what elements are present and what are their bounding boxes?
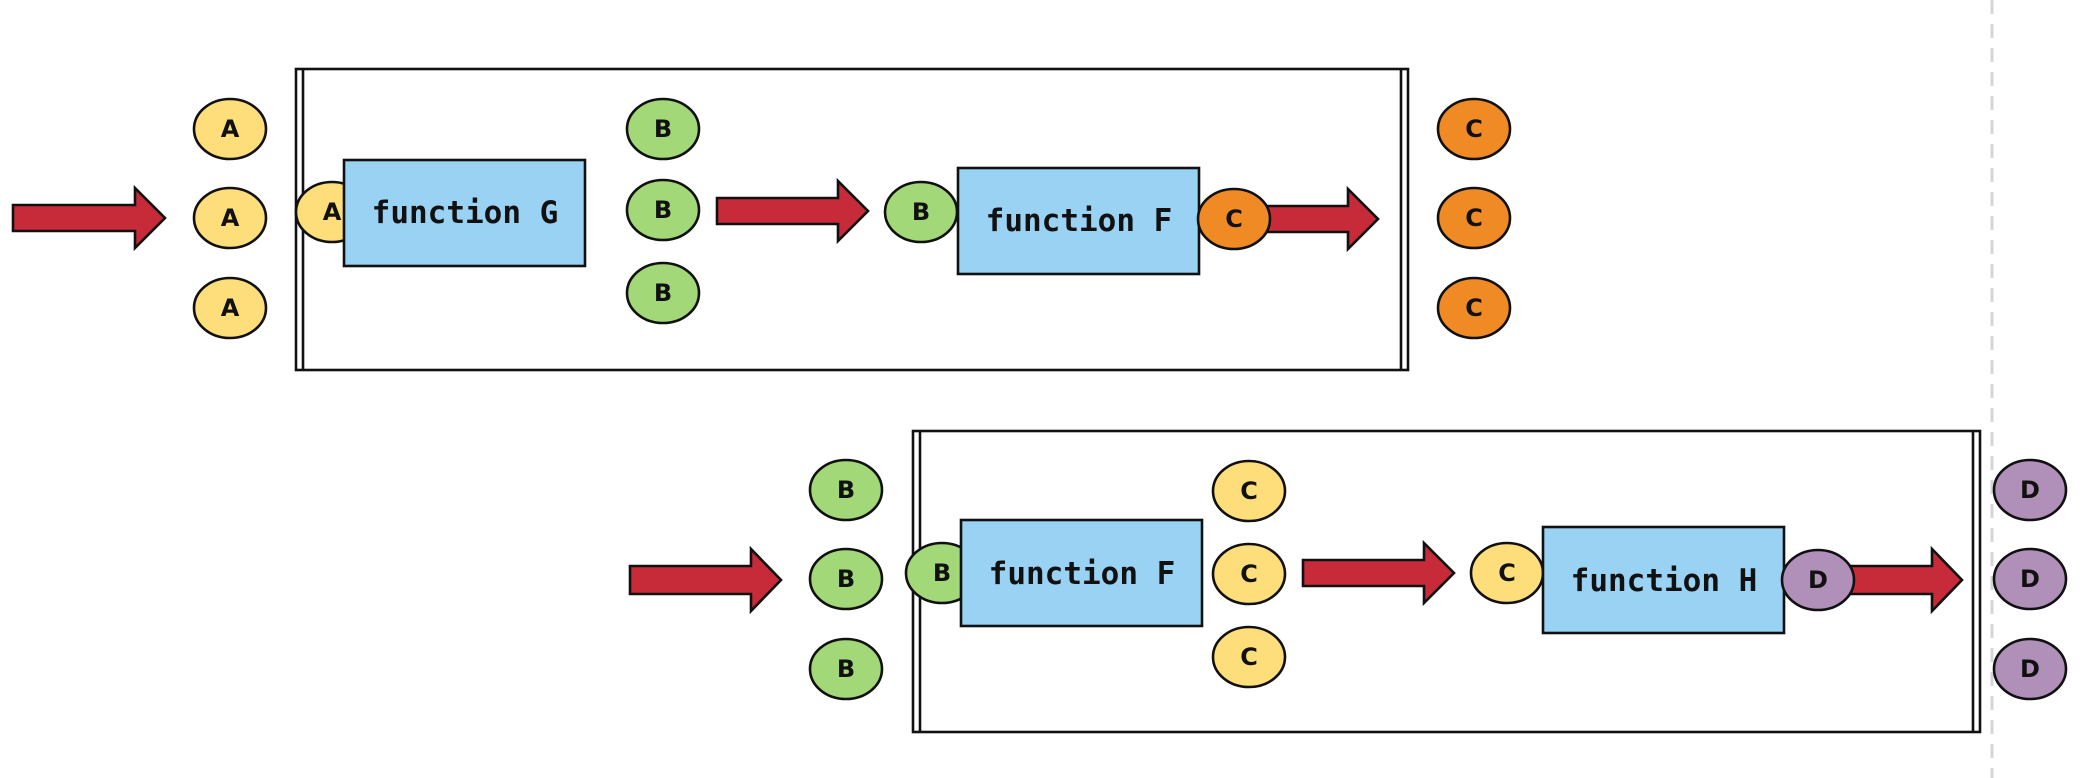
- function-f-box: function F: [956, 166, 1201, 276]
- svg-text:C: C: [1240, 477, 1258, 505]
- svg-text:D: D: [2020, 476, 2040, 504]
- svg-text:C: C: [1498, 559, 1516, 587]
- svg-text:B: B: [654, 115, 672, 143]
- svg-text:A: A: [221, 204, 240, 232]
- row2-output-arrow: [1840, 545, 1964, 615]
- svg-text:function G: function G: [372, 195, 559, 231]
- svg-text:D: D: [1808, 566, 1828, 594]
- svg-text:C: C: [1465, 204, 1483, 232]
- svg-text:B: B: [654, 196, 672, 224]
- svg-text:D: D: [2020, 655, 2040, 683]
- svg-text:C: C: [1465, 115, 1483, 143]
- row1-middle-arrow: [715, 177, 870, 245]
- svg-text:function F: function F: [989, 556, 1176, 592]
- svg-text:A: A: [221, 294, 240, 322]
- row1-output-token: C: [1436, 97, 1512, 161]
- function-g-box: function G: [342, 158, 587, 268]
- row2-input-token: B: [808, 458, 884, 522]
- svg-text:C: C: [1240, 560, 1258, 588]
- row2-stage2-input-token: C: [1469, 541, 1545, 605]
- svg-text:D: D: [2020, 565, 2040, 593]
- function-f-box: function F: [959, 518, 1204, 628]
- row1-intermediate-token: B: [625, 97, 701, 161]
- svg-text:C: C: [1465, 294, 1483, 322]
- row1-stage2-output-token: C: [1196, 187, 1272, 251]
- svg-text:C: C: [1240, 643, 1258, 671]
- row1-output-arrow: [1256, 185, 1380, 253]
- svg-text:C: C: [1225, 205, 1243, 233]
- row1-intermediate-token: B: [625, 178, 701, 242]
- svg-text:B: B: [837, 476, 855, 504]
- row2-input-token: B: [808, 547, 884, 611]
- row2-input-arrow: [628, 545, 783, 615]
- row1-input-arrow: [11, 184, 167, 252]
- function-h-box: function H: [1541, 525, 1786, 635]
- svg-text:B: B: [837, 565, 855, 593]
- row1-intermediate-token: B: [625, 261, 701, 325]
- row2-stage2-output-token: D: [1780, 548, 1856, 612]
- row1-input-token: A: [192, 97, 268, 161]
- row2-intermediate-token: C: [1211, 625, 1287, 689]
- row1-input-token: A: [192, 276, 268, 340]
- svg-text:B: B: [933, 559, 951, 587]
- row1-input-token: A: [192, 186, 268, 250]
- row1-stage2-input-token: B: [883, 180, 959, 244]
- row1-output-token: C: [1436, 186, 1512, 250]
- svg-text:A: A: [323, 198, 342, 226]
- row2-input-token: B: [808, 637, 884, 701]
- svg-text:function F: function F: [986, 203, 1173, 239]
- row2-output-token: D: [1992, 547, 2068, 611]
- svg-text:B: B: [912, 198, 930, 226]
- row2-intermediate-token: C: [1211, 542, 1287, 606]
- row2-intermediate-token: C: [1211, 459, 1287, 523]
- svg-text:function H: function H: [1571, 563, 1758, 599]
- row1-output-token: C: [1436, 276, 1512, 340]
- svg-text:B: B: [654, 279, 672, 307]
- svg-text:A: A: [221, 115, 240, 143]
- row2-output-token: D: [1992, 458, 2068, 522]
- svg-text:B: B: [837, 655, 855, 683]
- row2-output-token: D: [1992, 637, 2068, 701]
- row2-middle-arrow: [1301, 539, 1456, 607]
